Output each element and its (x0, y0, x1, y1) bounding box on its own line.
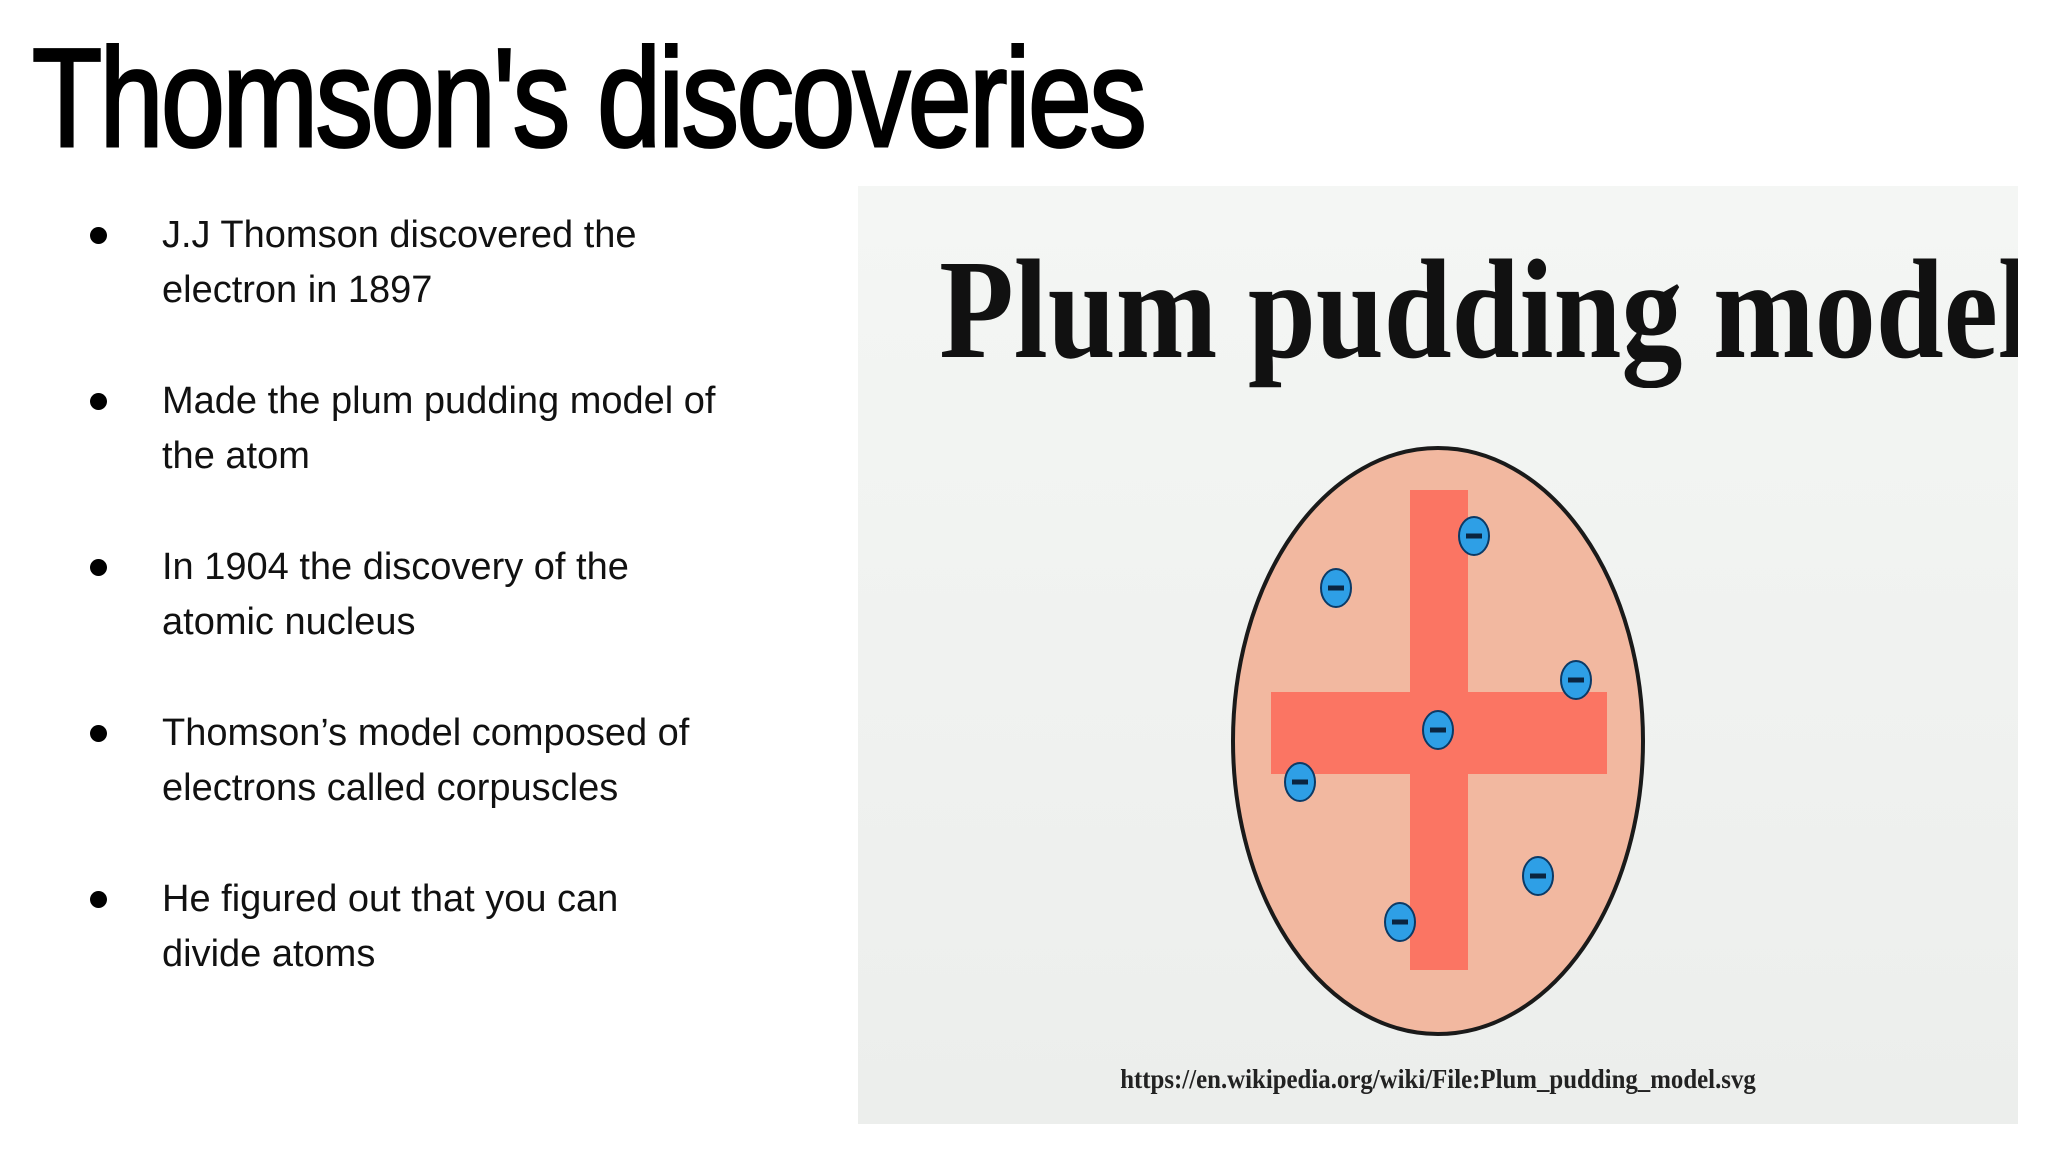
bullet-text-line2: electrons called corpuscles (162, 767, 619, 809)
electron-icon (1560, 660, 1592, 700)
bullet-item: He figured out that you can divide atoms (90, 872, 810, 982)
bullet-text-line2: the atom (162, 435, 310, 477)
bullet-dot-icon (90, 393, 107, 410)
bullet-item: Thomson’s model composed of electrons ca… (90, 706, 810, 816)
bullet-text-line2: electron in 1897 (162, 269, 433, 311)
electron-icon (1458, 516, 1490, 556)
electron-icon (1422, 710, 1454, 750)
bullet-dot-icon (90, 891, 107, 908)
bullet-text-line2: atomic nucleus (162, 601, 416, 643)
bullet-item: Made the plum pudding model of the atom (90, 374, 810, 484)
electron-icon (1522, 856, 1554, 896)
figure-caption: https://en.wikipedia.org/wiki/File:Plum_… (1120, 1064, 1756, 1094)
slide-title: Thomson's discoveries (31, 18, 1148, 178)
bullet-list: J.J Thomson discovered the electron in 1… (90, 208, 810, 1038)
bullet-text-line1: In 1904 the discovery of the (162, 546, 629, 588)
bullet-dot-icon (90, 559, 107, 576)
plum-pudding-figure: Plum pudding model https://en.wikipedia.… (858, 186, 2018, 1124)
bullet-dot-icon (90, 725, 107, 742)
electron-icon (1284, 762, 1316, 802)
electron-icon (1320, 568, 1352, 608)
bullet-text-line2: divide atoms (162, 933, 376, 975)
electron-icon (1384, 902, 1416, 942)
bullet-item: In 1904 the discovery of the atomic nucl… (90, 540, 810, 650)
bullet-text-line1: He figured out that you can (162, 878, 619, 920)
bullet-item: J.J Thomson discovered the electron in 1… (90, 208, 810, 318)
electron-group (1284, 516, 1592, 942)
bullet-text-line1: J.J Thomson discovered the (162, 214, 637, 256)
bullet-text-line1: Made the plum pudding model of (162, 380, 716, 422)
atom-diagram (1231, 446, 1645, 1036)
bullet-dot-icon (90, 227, 107, 244)
figure-title: Plum pudding model (939, 230, 2018, 388)
bullet-text-line1: Thomson’s model composed of (162, 712, 690, 754)
